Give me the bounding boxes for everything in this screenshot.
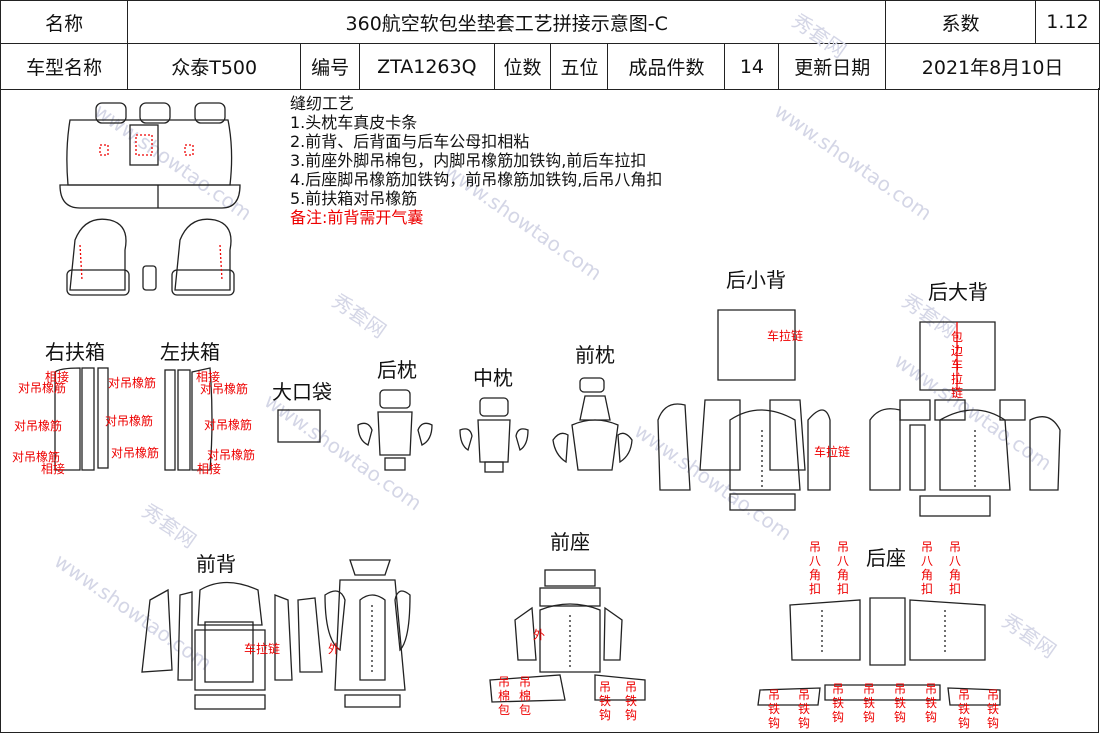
rear-small-back-pattern: [657, 309, 831, 511]
pieces-value: 14: [724, 43, 780, 90]
note-duidiao: 对吊橡筋: [204, 418, 253, 432]
rear-bench-overview: [59, 102, 241, 209]
label-right-armrest: 右扶箱: [45, 340, 105, 364]
note-duidiao: 对吊橡筋: [207, 448, 256, 462]
note-diao-mianbao: 吊棉包: [518, 675, 531, 717]
notes-remark: 备注:前背需开气囊: [290, 208, 424, 227]
note-diao-tiegou: 吊铁钩: [624, 680, 637, 722]
note-diao-tiegou: 吊铁钩: [797, 688, 810, 730]
note-item: 1.头枕车真皮卡条: [290, 113, 418, 132]
date-label: 更新日期: [778, 43, 887, 90]
front-pillow-pattern: [552, 377, 633, 471]
seats-value: 五位: [550, 43, 609, 90]
label-front-pillow: 前枕: [575, 343, 615, 367]
note-xiangjie: 相接: [41, 462, 66, 476]
name-label: 名称: [0, 0, 129, 44]
label-rear-pillow: 后枕: [377, 358, 417, 382]
note-diao-tiegou: 吊铁钩: [831, 682, 844, 724]
label-big-pocket: 大口袋: [272, 380, 332, 404]
note-xiangjie: 相接: [45, 370, 70, 384]
drawing-frame: [0, 88, 1099, 733]
front-seats-overview: [66, 218, 235, 296]
code-label: 编号: [300, 43, 361, 90]
front-back-pattern: [141, 559, 411, 710]
note-bianlian: 包边车拉链: [950, 330, 963, 400]
note-chelalian: 车拉链: [244, 642, 281, 656]
note-chelalian: 车拉链: [767, 329, 804, 343]
left-armrest-pattern: [164, 367, 213, 471]
note-diao-bajiao: 吊八角扣: [836, 540, 849, 596]
front-seat-pattern: [489, 569, 646, 703]
note-item: 5.前扶箱对吊橡筋: [290, 189, 418, 208]
rear-pillow-pattern: [357, 389, 433, 471]
note-diao-bajiao: 吊八角扣: [920, 540, 933, 596]
label-rear-seat: 后座: [866, 546, 906, 570]
note-duidiao: 对吊橡筋: [108, 376, 157, 390]
notes-title: 缝纫工艺: [290, 94, 355, 113]
note-duidiao: 对吊橡筋: [105, 414, 154, 428]
note-item: 3.前座外脚吊棉包，内脚吊橡筋加铁钩,前后车拉扣: [290, 151, 647, 170]
date-value: 2021年8月10日: [885, 43, 1100, 90]
note-diao-tiegou: 吊铁钩: [924, 682, 937, 724]
note-xiangjie: 相接: [197, 462, 222, 476]
note-wai: 外: [533, 628, 546, 642]
note-diao-tiegou: 吊铁钩: [767, 688, 780, 730]
note-diao-bajiao: 吊八角扣: [808, 540, 821, 596]
label-front-seat: 前座: [550, 530, 590, 554]
pieces-label: 成品件数: [607, 43, 726, 90]
note-duidiao: 对吊橡筋: [200, 382, 249, 396]
big-pocket-pattern: [277, 409, 321, 443]
label-mid-pillow: 中枕: [473, 366, 513, 390]
note-chelalian: 车拉链: [814, 445, 851, 459]
coef-label-text: 系数: [941, 12, 980, 35]
note-diao-mianbao: 吊棉包: [497, 675, 510, 717]
code-value: ZTA1263Q: [359, 43, 495, 90]
note-diao-tiegou: 吊铁钩: [957, 688, 970, 730]
note-item: 2.前背、后背面与后车公母扣相粘: [290, 132, 530, 151]
note-wai: 外: [328, 642, 341, 656]
rear-big-back-pattern: [869, 321, 1061, 517]
note-duidiao: 对吊橡筋: [111, 446, 160, 460]
seats-label: 位数: [493, 43, 552, 90]
rear-seat-pattern: [757, 597, 1001, 706]
label-rear-small-back: 后小背: [726, 268, 786, 292]
note-duidiao: 对吊橡筋: [12, 450, 61, 464]
model-label: 车型名称: [0, 43, 129, 90]
note-duidiao: 对吊橡筋: [14, 419, 63, 433]
sheet-title: 360航空软包坐垫套工艺拼接示意图-C: [127, 0, 887, 44]
sewing-notes: 缝纫工艺 1.头枕车真皮卡条 2.前背、后背面与后车公母扣相粘 3.前座外脚吊棉…: [290, 94, 662, 227]
right-armrest-pattern: [54, 367, 109, 471]
label-front-back: 前背: [196, 552, 236, 576]
header-table: 名称 360航空软包坐垫套工艺拼接示意图-C 系数 系数 1.12 车型名称 众…: [0, 0, 1100, 90]
note-diao-tiegou: 吊铁钩: [862, 682, 875, 724]
mid-pillow-pattern: [459, 397, 529, 473]
note-diao-bajiao: 吊八角扣: [948, 540, 961, 596]
label-rear-big-back: 后大背: [928, 280, 988, 304]
note-xiangjie: 相接: [196, 370, 221, 384]
note-item: 4.后座脚吊橡筋加铁钩，前吊橡筋加铁钩,后吊八角扣: [290, 170, 663, 189]
coef-value: 1.12: [1034, 0, 1100, 44]
note-duidiao: 对吊橡筋: [18, 381, 67, 395]
note-diao-tiegou: 吊铁钩: [986, 688, 999, 730]
label-left-armrest: 左扶箱: [160, 340, 220, 364]
note-diao-tiegou: 吊铁钩: [893, 682, 906, 724]
note-diao-tiegou: 吊铁钩: [598, 680, 611, 722]
